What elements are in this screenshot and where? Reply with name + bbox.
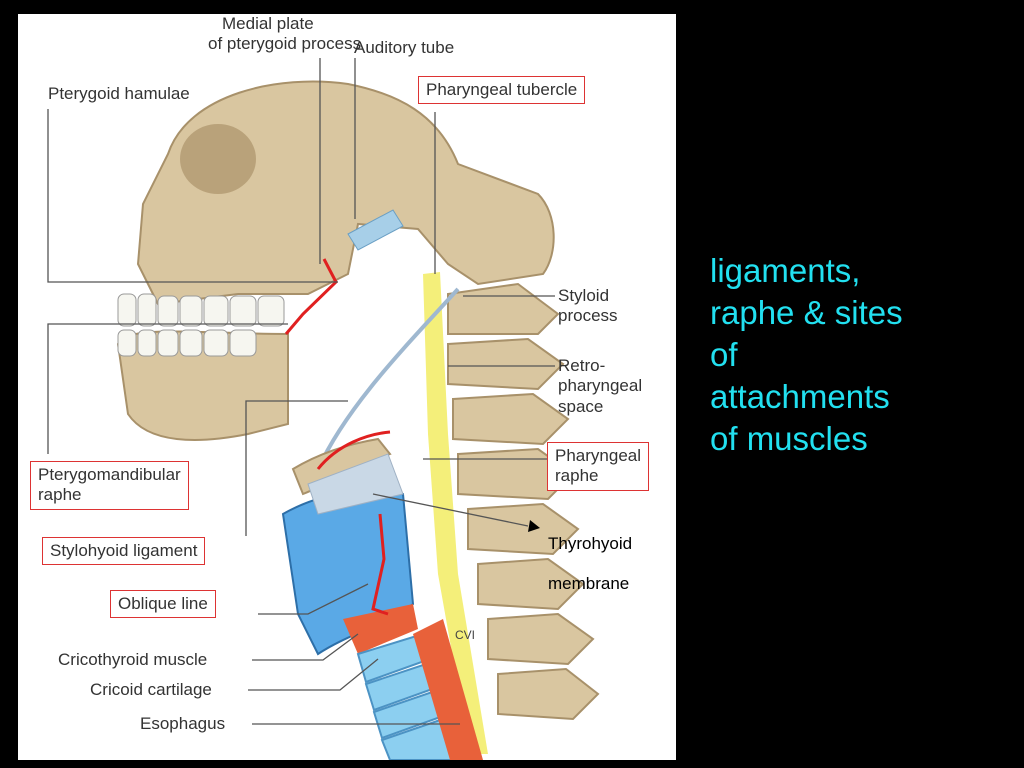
label-pterygomandibular-line2: raphe: [38, 485, 82, 505]
annotation-arrowhead: [528, 520, 540, 532]
anatomy-figure: Medial plate of pterygoid process Audito…: [18, 14, 676, 760]
annotation-line1: Thyrohyoid: [548, 534, 633, 553]
cricothyroid-muscle-shape: [343, 604, 418, 654]
label-pharyngeal-tubercle: Pharyngeal tubercle: [418, 76, 586, 105]
label-esophagus: Esophagus: [140, 714, 226, 733]
vertebrae-group: [447, 282, 600, 721]
esophagus-shape: [413, 619, 483, 760]
label-medial-plate-line2: of pterygoid process: [208, 34, 362, 54]
annotation-line2: membrane: [548, 574, 630, 593]
side-caption: ligaments, raphe & sites of attachments …: [710, 252, 903, 457]
teeth-group: [117, 293, 285, 357]
label-pharyngeal-raphe-line2: raphe: [555, 466, 599, 486]
retropharyngeal-space: [423, 272, 488, 754]
label-cricothyroid-muscle: Cricothyroid muscle: [58, 650, 208, 669]
label-pterygomandibular-raphe: Pterygomandibular raphe: [30, 461, 189, 510]
label-cricoid-cartilage: Cricoid cartilage: [90, 680, 212, 699]
label-stylohyoid-ligament: Stylohyoid ligament: [42, 537, 206, 566]
label-retro-line1: Retro-: [558, 356, 606, 375]
label-cvi: CVI: [455, 628, 476, 642]
label-styloid-line2: process: [558, 306, 618, 326]
skull-shape: [136, 80, 555, 306]
auditory-tube-shape: [347, 209, 404, 251]
label-oblique-line: Oblique line: [110, 590, 216, 619]
label-medial-plate: Medial plate of pterygoid process: [208, 14, 361, 55]
label-auditory-tube: Auditory tube: [354, 38, 455, 57]
label-pterygomandibular-line1: Pterygomandibular: [38, 465, 181, 484]
label-retropharyngeal-space: Retro- pharyngeal space: [558, 356, 642, 417]
label-pharyngeal-raphe-line1: Pharyngeal: [555, 446, 642, 465]
thyrohyoid-membrane-shape: [307, 453, 404, 515]
raphe-lines: [284, 258, 391, 616]
label-retro-line2: pharyngeal: [558, 376, 643, 396]
label-styloid-line1: Styloid: [558, 286, 610, 305]
anatomy-drawing: [47, 58, 600, 760]
leader-lines: [47, 58, 555, 725]
label-retro-line3: space: [558, 396, 604, 416]
trachea-group: [356, 632, 455, 760]
thyrohyoid-membrane-annotation: Thyrohyoid membrane: [548, 524, 632, 604]
label-medial-plate-line1: Medial plate: [222, 14, 314, 33]
stylohyoid-ligament-shape: [316, 287, 460, 470]
label-pterygoid-hamulae: Pterygoid hamulae: [48, 84, 190, 103]
label-styloid-process: Styloid process: [558, 286, 618, 327]
label-pharyngeal-raphe: Pharyngeal raphe: [547, 442, 650, 491]
orbit-shape: [180, 124, 256, 194]
